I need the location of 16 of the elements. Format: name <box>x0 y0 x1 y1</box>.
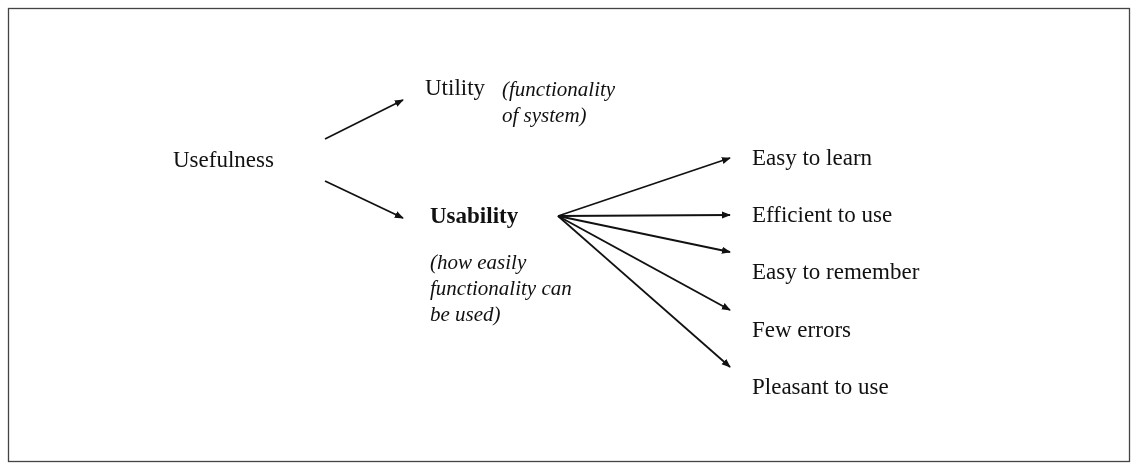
annotation-text: (how easily functionality can be used) <box>430 249 573 327</box>
arrow <box>557 215 731 368</box>
arrow <box>557 211 731 219</box>
arrow <box>557 215 731 254</box>
arrow <box>557 157 731 217</box>
node-label: Pleasant to use <box>730 365 980 409</box>
node-label: Few errors <box>730 308 980 352</box>
arrow <box>324 180 404 219</box>
arrow <box>557 215 731 311</box>
node-label: Easy to remember <box>730 250 980 294</box>
node-label: Easy to learn <box>730 136 980 180</box>
node-label: Utility <box>403 70 498 106</box>
node-label: Efficient to use <box>730 193 980 237</box>
node-label: Usefulness <box>170 138 325 182</box>
node-label: Usability <box>403 196 558 236</box>
arrow <box>324 99 404 140</box>
